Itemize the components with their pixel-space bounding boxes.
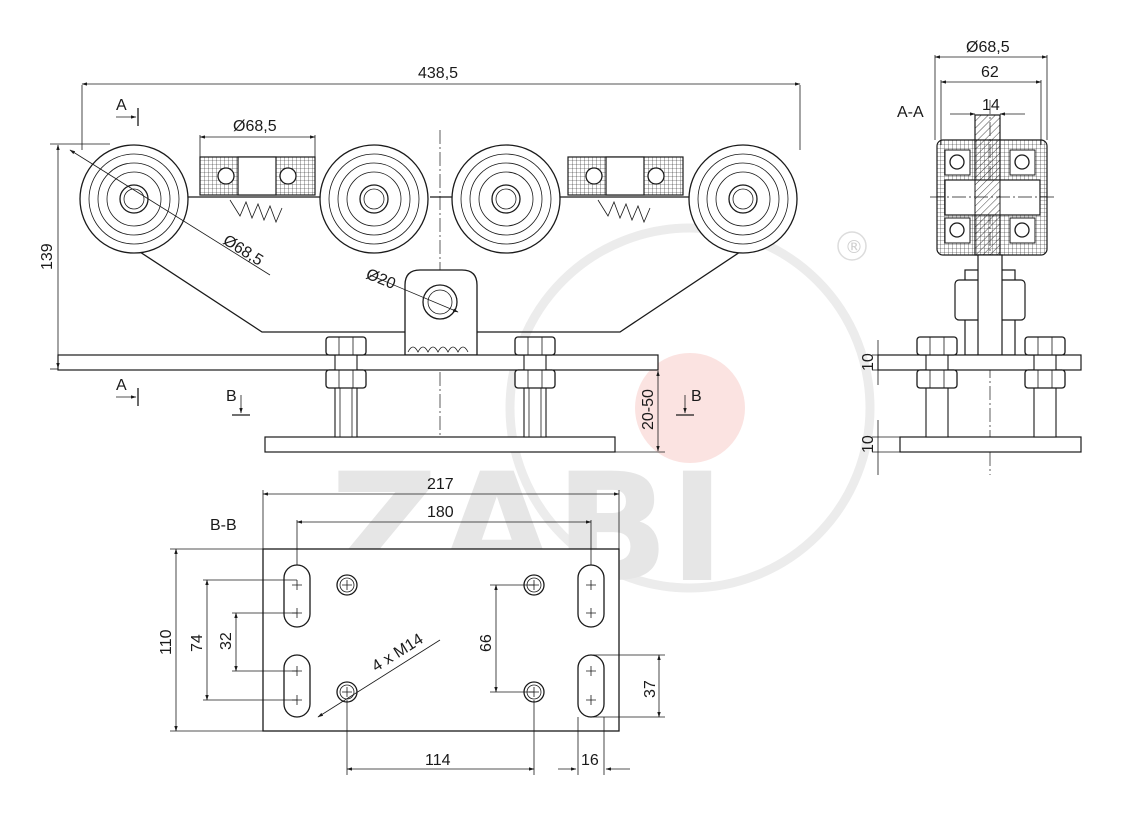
dim-height: 139 <box>39 243 56 270</box>
registered-mark: ® <box>845 237 863 258</box>
dim-adjust-range: 20-50 <box>640 389 657 430</box>
bb-dim-114: 114 <box>425 752 451 769</box>
front-bottom-plate <box>264 436 616 453</box>
svg-text:B: B <box>691 388 702 405</box>
bolt-left <box>325 336 367 438</box>
section-aa-title: A-A <box>897 104 924 121</box>
section-bb-view: B-B <box>158 476 665 775</box>
bb-dim-180: 180 <box>427 504 454 521</box>
svg-text:B: B <box>226 388 237 405</box>
dim-wheel-dia-diag: Ø68,5 <box>220 232 266 270</box>
section-marker-b-left: B <box>226 388 250 416</box>
dim-pin-dia: Ø20 <box>364 266 399 293</box>
wheel-4 <box>688 144 798 254</box>
wheel-2 <box>319 144 429 254</box>
aa-dim-14: 14 <box>982 97 1000 114</box>
bb-dim-217: 217 <box>427 476 454 493</box>
aa-dim-wheel-dia: Ø68,5 <box>966 39 1010 56</box>
section-marker-a-top: A <box>116 97 139 126</box>
svg-text:A: A <box>116 377 127 394</box>
bb-dim-37: 37 <box>642 680 659 698</box>
dim-overall-width: 438,5 <box>418 65 458 82</box>
dim-wheel-dia-top: Ø68,5 <box>233 118 277 135</box>
bearing-box-left <box>199 156 316 224</box>
svg-text:A: A <box>116 97 127 114</box>
bearing-box-right <box>567 156 684 224</box>
wheel-3 <box>451 144 561 254</box>
section-bb-title: B-B <box>210 517 237 534</box>
section-marker-a-bottom: A <box>116 377 139 406</box>
front-top-plate <box>57 354 659 371</box>
bb-dim-16: 16 <box>581 752 599 769</box>
bb-dim-66: 66 <box>478 634 495 652</box>
section-aa-view: A-A Ø6 <box>860 39 1082 475</box>
aa-dim-62: 62 <box>981 64 999 81</box>
bb-plate <box>262 548 620 732</box>
pivot-block <box>404 269 478 356</box>
section-marker-b-right: B <box>676 388 702 416</box>
bolt-right <box>514 336 556 438</box>
bb-dim-32: 32 <box>218 632 235 650</box>
wheel-1 <box>79 144 189 254</box>
bb-dim-110: 110 <box>158 629 175 655</box>
aa-dim-plate-top: 10 <box>860 353 877 371</box>
aa-dim-plate-bottom: 10 <box>860 435 877 453</box>
bb-dim-74: 74 <box>189 634 206 652</box>
